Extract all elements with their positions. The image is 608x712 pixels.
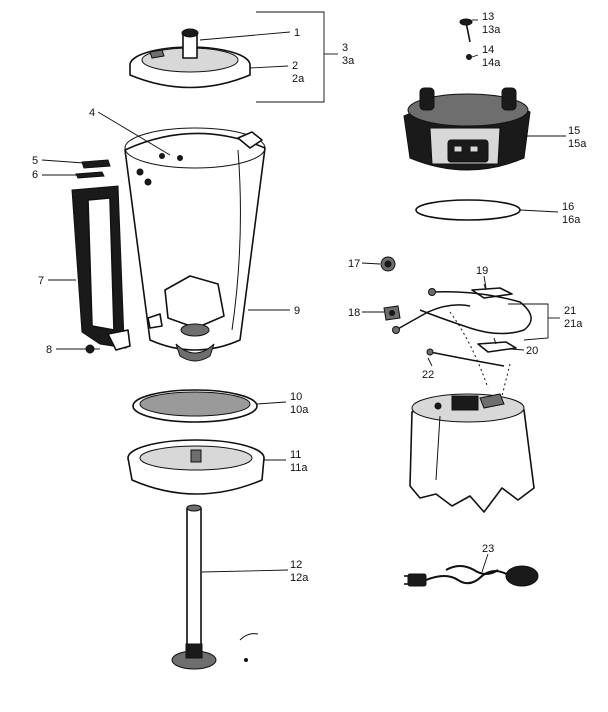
label-21a: 21a (564, 318, 583, 330)
drive-shaft (171, 504, 259, 670)
label-11a: 11a (290, 462, 308, 474)
gasket-ring (415, 199, 521, 221)
label-9: 9 (294, 305, 300, 317)
label-18: 18 (348, 307, 360, 319)
label-10: 10 (290, 391, 302, 403)
leader-lines (41, 11, 566, 573)
handle-screw (85, 344, 100, 354)
label-16a: 16a (562, 214, 581, 226)
label-11: 11 (290, 449, 301, 461)
contact-bracket-bottom (477, 337, 517, 353)
label-21: 21 (564, 305, 576, 317)
jar-body (124, 127, 266, 362)
label-3: 3 (342, 42, 348, 54)
label-13: 13 (482, 11, 494, 23)
label-14: 14 (482, 44, 494, 56)
part-labels: 1 2 2a 3 3a 4 5 6 7 8 9 10 10a 11 11a 12… (32, 11, 587, 584)
label-7: 7 (38, 275, 44, 287)
label-22: 22 (422, 369, 434, 381)
label-23: 23 (482, 543, 494, 555)
label-3a: 3a (342, 55, 355, 67)
label-20: 20 (526, 345, 538, 357)
label-16: 16 (562, 201, 574, 213)
label-4: 4 (89, 107, 95, 119)
cutter-disc (132, 389, 258, 423)
handle (71, 185, 131, 351)
label-17: 17 (348, 258, 360, 270)
handle-fasteners (75, 159, 111, 179)
label-19: 19 (476, 265, 488, 277)
label-6: 6 (32, 169, 38, 181)
motor-housing (409, 393, 535, 513)
contact-bracket-top (471, 283, 513, 299)
motor-base (403, 87, 531, 171)
label-12: 12 (290, 559, 302, 571)
label-13a: 13a (482, 24, 501, 36)
base-washer (466, 54, 472, 60)
label-1: 1 (294, 27, 300, 39)
label-14a: 14a (482, 57, 501, 69)
label-10a: 10a (290, 404, 309, 416)
label-15a: 15a (568, 138, 587, 150)
label-2: 2 (292, 60, 298, 72)
power-cord (404, 565, 539, 587)
switch-knob (380, 256, 396, 272)
label-15: 15 (568, 125, 580, 137)
label-2a: 2a (292, 73, 305, 85)
switch-connector (383, 305, 401, 321)
base-screw (459, 18, 473, 43)
filter-basket (127, 439, 265, 495)
label-5: 5 (32, 155, 38, 167)
wiring-harness (392, 288, 532, 397)
label-8: 8 (46, 344, 52, 356)
label-12a: 12a (290, 572, 309, 584)
lid-assembly (129, 28, 251, 89)
